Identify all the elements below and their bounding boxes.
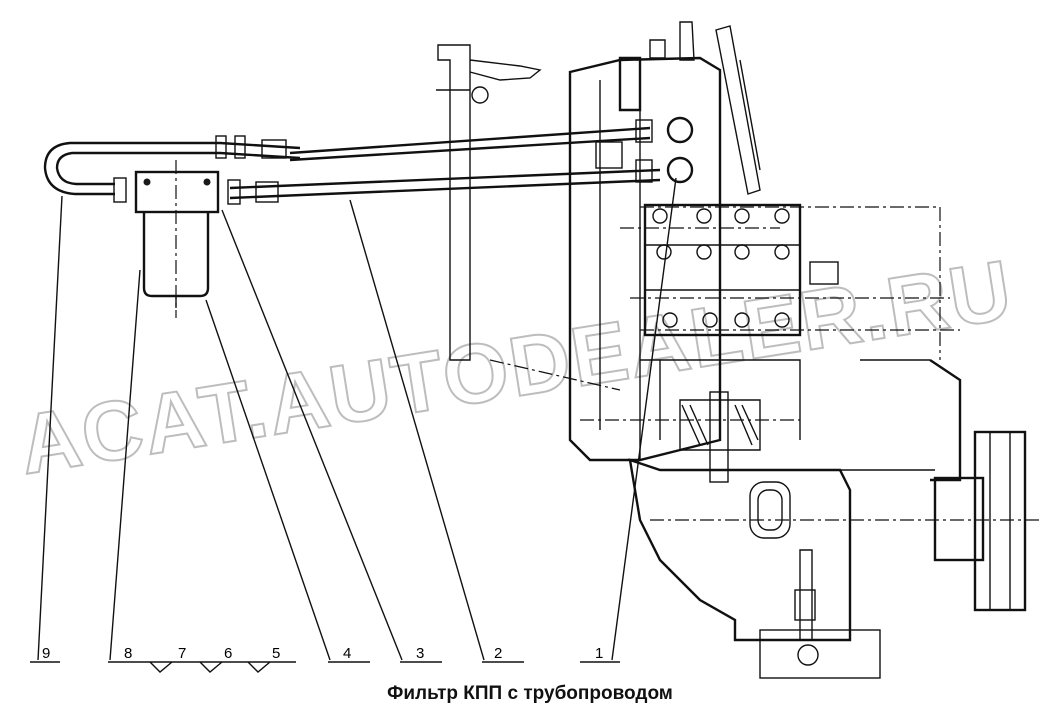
leader-lines [30, 177, 677, 673]
pipeline [43, 126, 661, 205]
watermark-text: ACAT.AUTODEALER.RU [13, 242, 1019, 492]
callout-1: 1 [595, 645, 603, 662]
callout-4: 4 [343, 645, 351, 662]
figure-caption: Фильтр КПП с трубопроводом [387, 683, 673, 704]
gearbox-housing [568, 21, 881, 679]
callout-9: 9 [42, 645, 50, 662]
callout-6: 6 [224, 645, 232, 662]
filter-assembly [134, 160, 220, 318]
output-flange [840, 359, 1027, 612]
callout-5: 5 [272, 645, 280, 662]
callout-numbers: 1 2 3 4 5 6 7 8 9 [42, 645, 603, 662]
callout-3: 3 [416, 645, 424, 662]
callout-7: 7 [178, 645, 186, 662]
mounting-bracket [436, 44, 542, 361]
callout-8: 8 [124, 645, 132, 662]
callout-2: 2 [494, 645, 502, 662]
center-lines [489, 206, 1040, 521]
